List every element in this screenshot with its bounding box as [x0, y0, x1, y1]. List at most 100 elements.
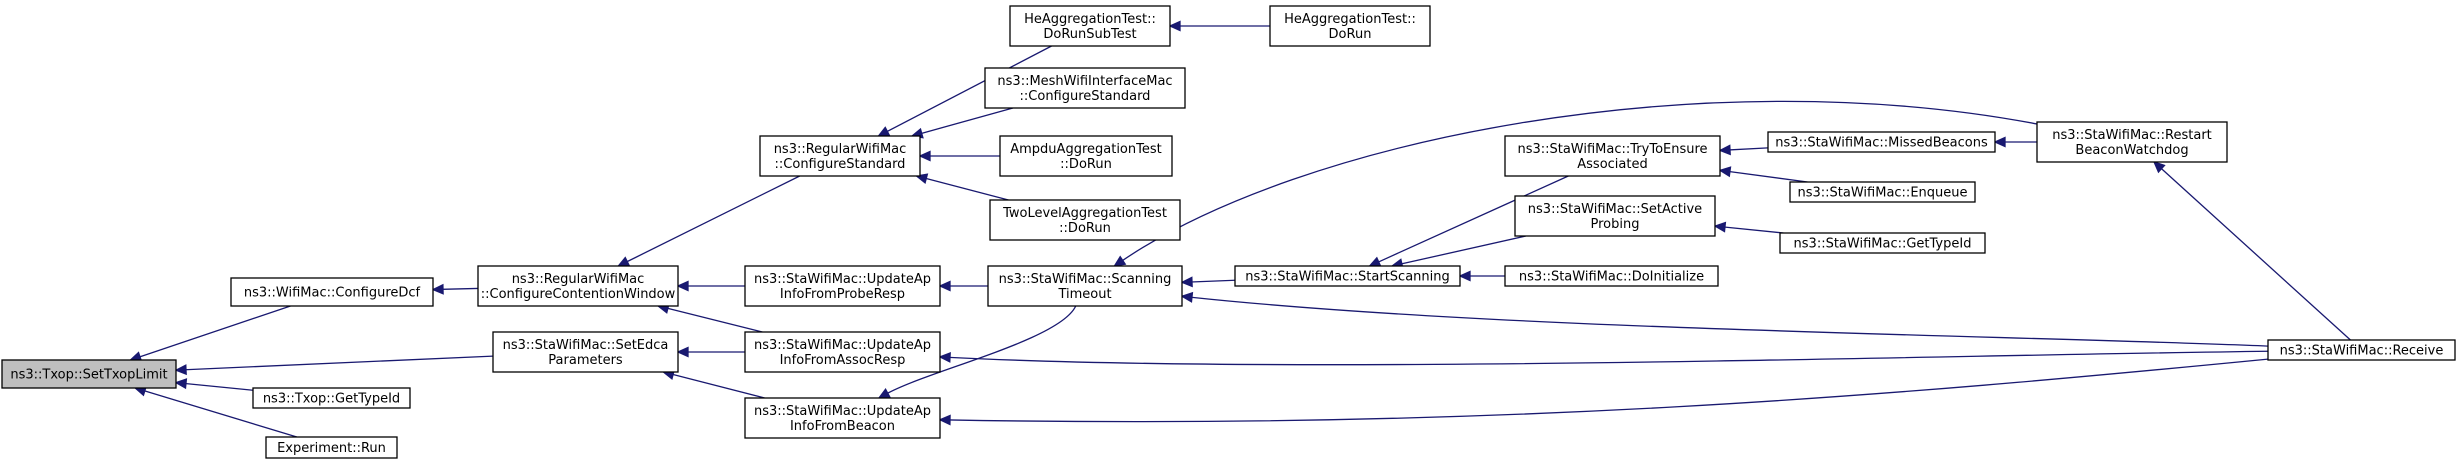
- graph-node[interactable]: ns3::RegularWifiMac::ConfigureContention…: [477, 265, 679, 307]
- node-box: [987, 265, 1183, 307]
- node-label: DoRunSubTest: [1043, 27, 1136, 42]
- graph-node[interactable]: ns3::Txop::GetTypeId: [252, 387, 411, 409]
- graph-node[interactable]: HeAggregationTest::DoRun: [1269, 5, 1431, 47]
- edge-n16-to-n11: [1390, 235, 1526, 270]
- arrowhead-icon: [1713, 221, 1727, 233]
- node-box: [1789, 181, 1976, 203]
- graph-node[interactable]: ns3::StaWifiMac::MissedBeacons: [1767, 131, 1996, 153]
- edge-line: [925, 177, 1009, 201]
- node-label: InfoFromBeacon: [790, 419, 895, 434]
- graph-node[interactable]: ns3::WifiMac::ConfigureDcf: [230, 277, 434, 307]
- graph-node[interactable]: TwoLevelAggregationTest::DoRun: [989, 199, 1181, 241]
- node-label: Parameters: [548, 353, 623, 368]
- node-label: HeAggregationTest::: [1024, 12, 1156, 27]
- edge-n7-to-n3: [918, 150, 1000, 162]
- node-label: ns3::StaWifiMac::Restart: [2052, 128, 2212, 143]
- node-box: [1779, 232, 1986, 254]
- node-label: ns3::StaWifiMac::StartScanning: [1245, 270, 1450, 285]
- node-label: ns3::RegularWifiMac: [774, 142, 907, 157]
- node-box: [1009, 5, 1171, 47]
- node-box: [1, 359, 177, 389]
- graph-node[interactable]: AmpduAggregationTest::DoRun: [999, 135, 1173, 177]
- arrowhead-icon: [1180, 291, 1194, 303]
- node-box: [759, 135, 921, 177]
- arrowhead-icon: [431, 283, 444, 295]
- edge-n8-to-n3: [915, 173, 1009, 201]
- node-label: ns3::StaWifiMac::SetEdca: [503, 338, 669, 353]
- edge-line: [138, 305, 291, 358]
- node-label: BeaconWatchdog: [2075, 143, 2188, 158]
- graph-node[interactable]: HeAggregationTest::DoRunSubTest: [1009, 5, 1171, 47]
- edge-n21-to-n2: [656, 303, 763, 333]
- arrowhead-icon: [2152, 160, 2166, 174]
- node-box: [230, 277, 434, 307]
- graph-node[interactable]: ns3::StaWifiMac::Enqueue: [1789, 181, 1976, 203]
- edge-n19-to-n21: [938, 350, 2269, 366]
- graph-node[interactable]: ns3::StaWifiMac::StartScanning: [1234, 265, 1461, 287]
- node-label: ::ConfigureStandard: [1020, 89, 1151, 104]
- edge-line: [1377, 175, 1569, 263]
- node-label: ns3::StaWifiMac::SetActive: [1528, 202, 1702, 217]
- node-box: [1234, 265, 1461, 287]
- edge-line: [1723, 226, 1784, 234]
- edge-n3-to-n2: [616, 175, 800, 267]
- arrowhead-icon: [938, 351, 951, 363]
- graph-node[interactable]: ns3::StaWifiMac::UpdateApInfoFromProbeRe…: [744, 265, 941, 307]
- edge-n6-to-n3: [910, 107, 1014, 139]
- node-label: ns3::Txop::SetTxopLimit: [10, 368, 167, 383]
- node-box: [2267, 339, 2456, 361]
- node-box: [1269, 5, 1431, 47]
- edge-n19-to-n14: [2152, 160, 2351, 341]
- graph-node[interactable]: ns3::StaWifiMac::GetTypeId: [1779, 232, 1986, 254]
- arrowhead-icon: [1113, 255, 1127, 267]
- graph-node[interactable]: ns3::MeshWifiInterfaceMac::ConfigureStan…: [984, 67, 1186, 109]
- node-label: ::ConfigureStandard: [775, 157, 906, 172]
- graph-node[interactable]: ns3::StaWifiMac::UpdateApInfoFromAssocRe…: [744, 331, 941, 373]
- node-label: InfoFromProbeResp: [780, 287, 905, 302]
- edge-line: [1190, 296, 2269, 347]
- root-node[interactable]: ns3::Txop::SetTxopLimit: [1, 359, 177, 389]
- graph-node[interactable]: ns3::StaWifiMac::DoInitialize: [1504, 265, 1719, 287]
- arrowhead-icon: [1458, 270, 1471, 282]
- node-box: [999, 135, 1173, 177]
- edges-layer: [128, 20, 2351, 438]
- graph-node[interactable]: ns3::StaWifiMac::Receive: [2267, 339, 2456, 361]
- node-label: ns3::Txop::GetTypeId: [263, 392, 400, 407]
- graph-node[interactable]: ns3::RegularWifiMac::ConfigureStandard: [759, 135, 921, 177]
- edge-line: [626, 175, 800, 263]
- arrowhead-icon: [1993, 136, 2006, 148]
- node-label: ::DoRun: [1059, 221, 1111, 236]
- node-label: ::ConfigureContentionWindow: [481, 287, 676, 302]
- edge-n19-to-n10: [1180, 291, 2269, 347]
- edge-n1-to-n0: [128, 305, 291, 362]
- graph-node[interactable]: Experiment::Run: [265, 436, 398, 459]
- node-label: Experiment::Run: [277, 441, 386, 456]
- node-label: DoRun: [1329, 27, 1372, 42]
- edge-line: [184, 355, 494, 371]
- node-box: [744, 331, 941, 373]
- edge-line: [671, 373, 765, 399]
- node-label: ns3::StaWifiMac::MissedBeacons: [1775, 136, 1988, 151]
- arrowhead-icon: [938, 414, 951, 426]
- edge-line: [920, 107, 1014, 135]
- node-label: InfoFromAssocResp: [780, 353, 906, 368]
- edge-n21-to-n20: [676, 346, 745, 358]
- node-label: ns3::StaWifiMac::Scanning: [999, 272, 1172, 287]
- edge-n11-to-n10: [1180, 276, 1236, 288]
- arrowhead-icon: [174, 364, 187, 376]
- edge-n20-to-n0: [174, 355, 494, 376]
- node-box: [1514, 195, 1716, 237]
- edge-line: [1728, 147, 1769, 151]
- edge-n9-to-n2: [676, 280, 745, 292]
- edge-n5-to-n4: [1168, 20, 1270, 32]
- node-label: TwoLevelAggregationTest: [1002, 206, 1167, 221]
- edge-line: [143, 389, 298, 438]
- node-box: [492, 331, 679, 373]
